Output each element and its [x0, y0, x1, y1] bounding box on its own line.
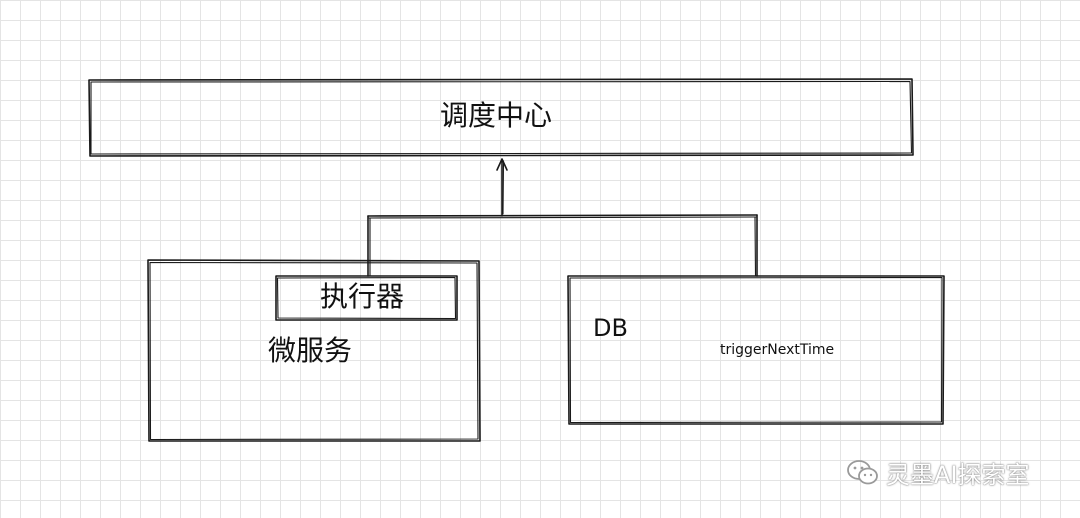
scheduler-box[interactable]: [88, 78, 914, 157]
db-field-label: triggerNextTime: [720, 342, 835, 358]
arrow-head: [496, 158, 508, 171]
microservice-label: 微服务: [268, 334, 353, 367]
db-label: DB: [593, 314, 628, 342]
watermark: 灵墨AI探索室: [846, 455, 1030, 490]
executor-label: 执行器: [320, 280, 405, 313]
executor-box[interactable]: [275, 275, 458, 321]
wechat-icon: [847, 459, 878, 484]
scheduler-label: 调度中心: [440, 99, 553, 132]
watermark-text: 灵墨AI探索室: [886, 461, 1030, 489]
db-box[interactable]: [567, 275, 945, 425]
connector-lines: [367, 158, 758, 277]
microservice-box[interactable]: [147, 259, 481, 442]
